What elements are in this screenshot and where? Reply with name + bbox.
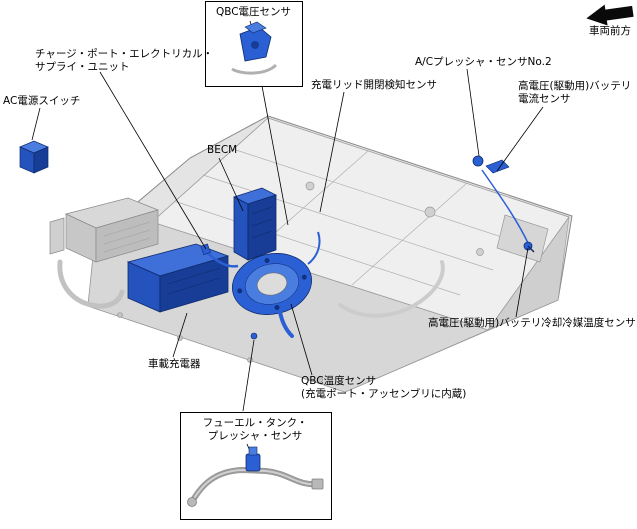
battery-current-sensor-part	[485, 159, 510, 174]
coolant-temp-sensor-label: 高電圧(駆動用)バッテリ冷却冷媒温度センサ	[428, 317, 636, 329]
fuel-tank-pressure-sensor-label: フューエル・タンク・ プレッシャ・センサ	[202, 417, 308, 442]
pack-bolt	[247, 357, 253, 363]
fuel-pipe-highlight	[191, 468, 318, 503]
harness-wire	[307, 231, 321, 265]
coolant-temp-sensor-stub	[527, 245, 535, 253]
sensor-wire	[481, 169, 529, 244]
leader-line	[242, 339, 255, 412]
ac-pressure-sensor-label: A/Cプレッシャ・センサNo.2	[415, 56, 552, 68]
pack-seam	[351, 182, 468, 286]
charger-rib	[167, 267, 221, 285]
fuel-pipe-end	[311, 478, 324, 490]
aux-vent	[103, 237, 151, 253]
charge-lid-sensor-label: 充電リッド開閉検知センサ	[311, 79, 437, 91]
pack-top-surface	[151, 117, 570, 331]
charge-port-bolt	[264, 258, 270, 264]
leader-line	[466, 68, 480, 157]
leader-line	[290, 303, 313, 376]
pack-bolt	[117, 312, 123, 318]
left-auxiliary-units	[49, 197, 160, 263]
pack-seam	[173, 200, 461, 296]
hoses	[57, 259, 445, 318]
aux-unit-side	[95, 209, 159, 263]
leader-lines	[31, 20, 544, 457]
charge-port-bolt	[237, 288, 243, 294]
ac-power-switch-part	[19, 140, 49, 174]
wiring	[200, 169, 529, 268]
qbc-voltage-sensor-label: QBC電圧センサ	[215, 6, 292, 18]
onboard-charger-label: 車載充電器	[148, 358, 201, 370]
leader-line	[496, 106, 544, 172]
leader-line	[515, 247, 529, 318]
charge-port-bolt	[274, 304, 280, 310]
becm-label: BECM	[207, 144, 238, 156]
fuel-tank-callout-box	[180, 412, 332, 520]
leader-line	[31, 107, 41, 141]
vehicle-front-label: 車両前方	[589, 25, 631, 37]
qbc-sensor-detail	[251, 41, 259, 49]
fuel-pipe-flange	[187, 497, 197, 507]
fuel-tank-pressure-sensor-location	[250, 332, 258, 340]
pack-bolt	[317, 377, 323, 383]
pack-fitting	[476, 248, 484, 256]
becm-fin	[251, 206, 273, 215]
charge-port-unit-label: チャージ・ポート・エレクトリカル・ サプライ・ユニット	[35, 48, 214, 73]
pressure-current-sensor-cluster	[472, 155, 510, 174]
qbc-sensor-cap	[244, 21, 267, 34]
qbc-temp-sensor-label: QBC温度センサ (充電ポート・アッセンブリに内蔵)	[301, 375, 467, 400]
qbc-voltage-sensor-part	[231, 21, 278, 75]
front-arrow-shape	[586, 4, 634, 26]
leader-line	[261, 85, 289, 226]
ac-power-switch-label: AC電源スイッチ	[3, 95, 81, 107]
aux-vent	[103, 229, 151, 245]
leader-line	[172, 312, 188, 358]
leader-line	[319, 91, 345, 213]
vehicle-front-arrow-icon	[586, 4, 634, 26]
qbc-voltage-callout-box	[205, 1, 303, 87]
becm-fin	[251, 218, 273, 227]
fuel-pressure-sensor-connector	[248, 446, 258, 456]
fuel-tank-pressure-sensor-part	[187, 446, 324, 507]
charge-port-opening	[256, 272, 288, 296]
aux-vent	[103, 221, 151, 237]
pack-seam	[232, 148, 524, 245]
pack-fitting	[424, 206, 436, 218]
ac-pressure-sensor-part	[472, 155, 484, 167]
qbc-sensor-base	[231, 63, 278, 75]
leader-line	[99, 71, 207, 250]
charger-side	[159, 255, 229, 313]
coolant-hose-right	[338, 260, 445, 318]
charge-port-bolt	[301, 274, 307, 280]
becm-fin	[251, 230, 273, 239]
becm-side	[247, 194, 277, 261]
pack-end-module	[496, 214, 549, 263]
becm-module	[232, 187, 278, 261]
charger-rib	[167, 277, 221, 295]
coolant-hose-left	[57, 259, 125, 309]
left-bracket	[49, 217, 65, 255]
pack-fitting	[305, 181, 315, 191]
battery-current-sensor-label: 高電圧(駆動用)バッテリ 電流センサ	[518, 80, 632, 105]
charge-port-duct	[278, 310, 294, 338]
leader-line	[218, 157, 244, 212]
pack-seam	[202, 174, 494, 271]
charge-port-assembly	[231, 253, 313, 315]
ac-switch-side	[33, 146, 49, 174]
